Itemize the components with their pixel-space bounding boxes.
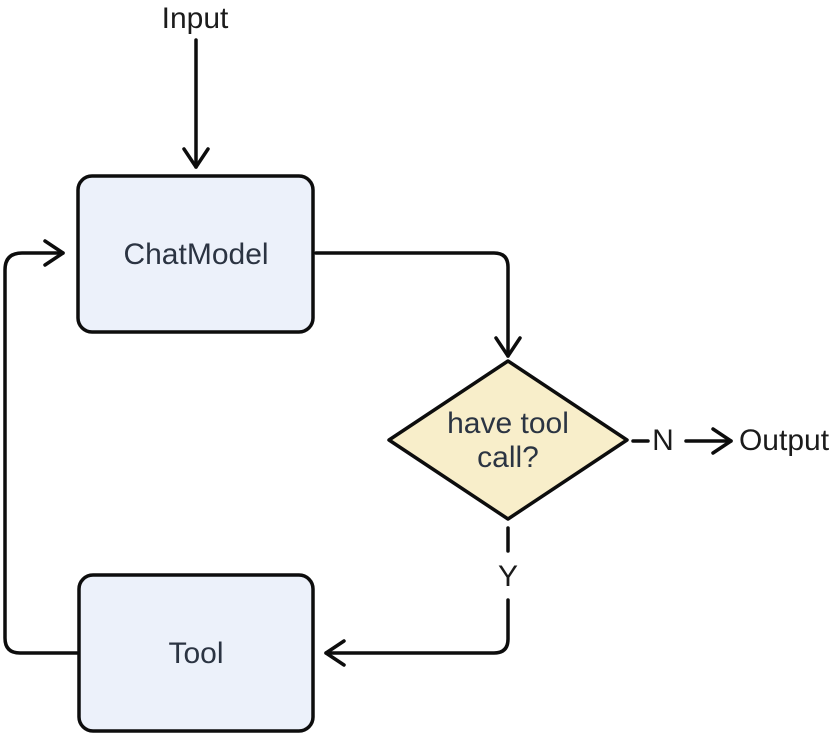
tool-to-chatmodel-arrow <box>3 239 79 655</box>
decision-label-line1: have tool <box>447 407 569 440</box>
output-label: Output <box>738 424 830 457</box>
chatmodel-node <box>76 174 315 334</box>
yes-branch-arrow <box>324 598 510 667</box>
decision-node <box>387 359 629 521</box>
chatmodel-to-decision-arrow <box>314 251 522 358</box>
input-label: Input <box>161 2 229 35</box>
decision-label: have tool call? <box>447 407 569 475</box>
no-branch-label: N <box>652 424 674 457</box>
yes-branch-label: Y <box>497 560 519 593</box>
decision-label-line2: call? <box>477 441 539 474</box>
tool-node <box>77 573 315 733</box>
tool-label: Tool <box>168 637 224 670</box>
chatmodel-label: ChatModel <box>123 238 269 271</box>
